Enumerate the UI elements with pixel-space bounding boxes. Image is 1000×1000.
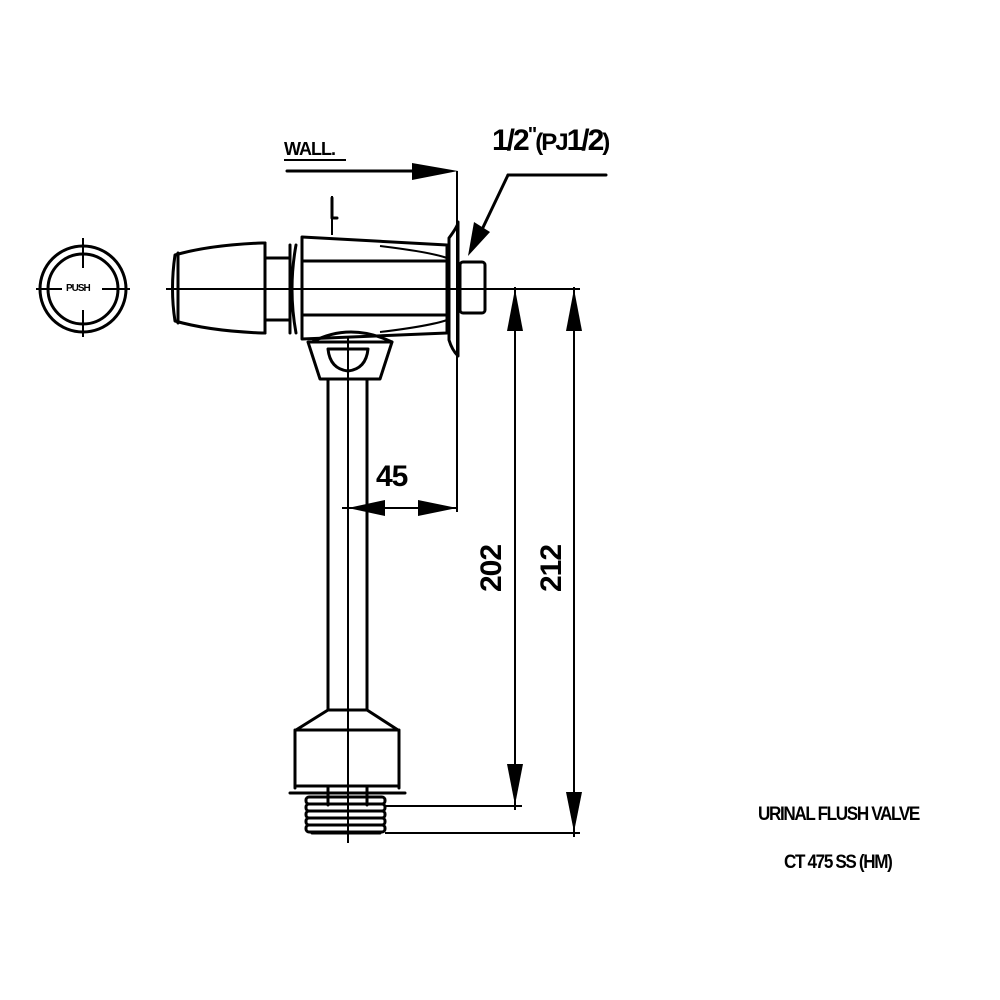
bottom-nut <box>288 708 407 807</box>
push-label: PUSH <box>66 283 91 294</box>
valve-body <box>300 196 487 358</box>
drawing-title: URINAL FLUSH VALVE <box>758 804 920 825</box>
wall-label: WALL. <box>284 139 336 159</box>
thread-close-paren: ) <box>602 129 610 156</box>
thread-paren-label: (PJ <box>535 129 568 156</box>
thread-spec-label: 1/2"(PJ1/2) <box>492 124 610 158</box>
dimension-45 <box>342 500 458 516</box>
dimension-212-label: 212 <box>535 544 568 592</box>
thread-fraction-alt: 1/2 <box>566 124 605 157</box>
dimension-202 <box>385 287 523 810</box>
flush-pipe <box>326 377 369 843</box>
outlet-thread <box>304 795 387 835</box>
dimension-212 <box>385 287 582 837</box>
thread-inch-mark: " <box>527 124 538 146</box>
dimension-202-label: 202 <box>475 544 508 592</box>
valve-neck <box>263 243 298 335</box>
outlet-connector <box>306 330 394 382</box>
push-button-front-view <box>36 238 130 337</box>
thread-fraction-main: 1/2 <box>492 124 530 157</box>
model-number: CT 475 SS (HM) <box>784 852 893 873</box>
dimension-45-label: 45 <box>376 460 408 493</box>
thread-spec-leader <box>468 173 608 256</box>
wall-indicator <box>285 163 458 512</box>
